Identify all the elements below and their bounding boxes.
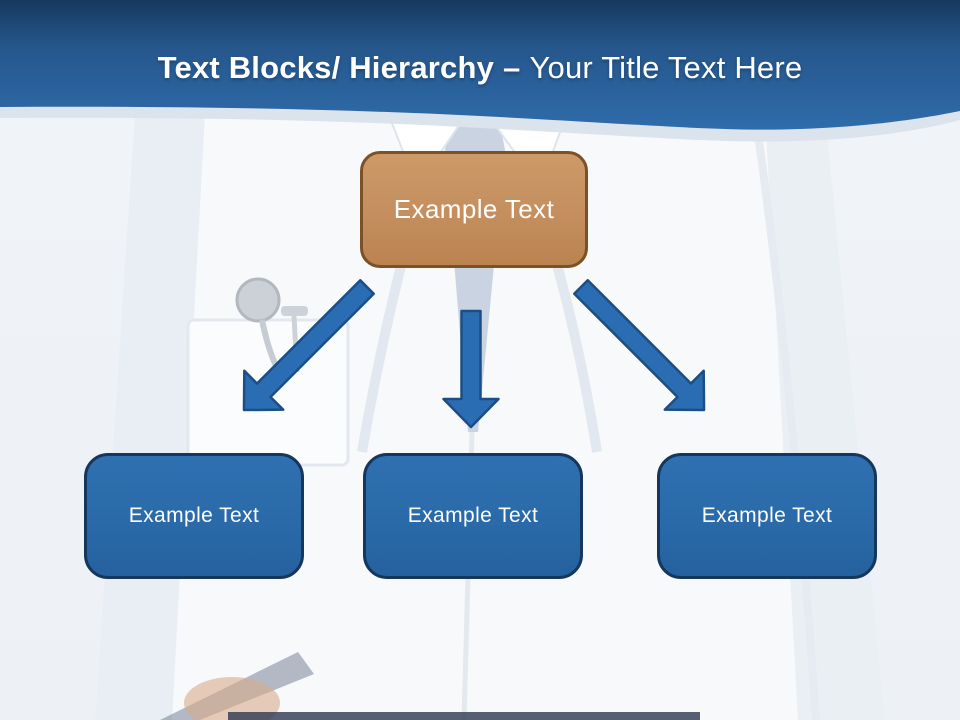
hierarchy-bottom-box-2[interactable]: Example Text bbox=[363, 453, 583, 579]
hierarchy-top-box[interactable]: Example Text bbox=[360, 151, 588, 268]
slide-title-bold: Text Blocks/ Hierarchy bbox=[157, 50, 495, 85]
arrow-down-right[interactable] bbox=[562, 268, 724, 430]
trousers-strip bbox=[228, 712, 700, 720]
hierarchy-bottom-box-2-label: Example Text bbox=[407, 504, 539, 527]
stethoscope-icon bbox=[235, 277, 281, 323]
pocket-pen-top bbox=[281, 306, 308, 316]
arrow-down-left[interactable] bbox=[225, 268, 387, 430]
hierarchy-bottom-box-1-label: Example Text bbox=[128, 504, 260, 527]
header-wave-shape bbox=[0, 0, 960, 130]
slide-title-regular: Your Title Text Here bbox=[529, 50, 803, 85]
doctor-hand bbox=[184, 677, 280, 720]
hierarchy-bottom-box-3[interactable]: Example Text bbox=[657, 453, 877, 579]
arrow-down[interactable] bbox=[442, 309, 500, 429]
hierarchy-bottom-box-3-label: Example Text bbox=[701, 504, 833, 527]
header-band bbox=[0, 0, 960, 142]
sleeve-fold-line bbox=[751, 112, 820, 720]
hierarchy-top-box-label: Example Text bbox=[393, 194, 555, 224]
slide-title-dash: – bbox=[503, 50, 521, 85]
hierarchy-bottom-box-1[interactable]: Example Text bbox=[84, 453, 304, 579]
slide-title: Text Blocks/ Hierarchy–Your Title Text H… bbox=[0, 50, 960, 86]
